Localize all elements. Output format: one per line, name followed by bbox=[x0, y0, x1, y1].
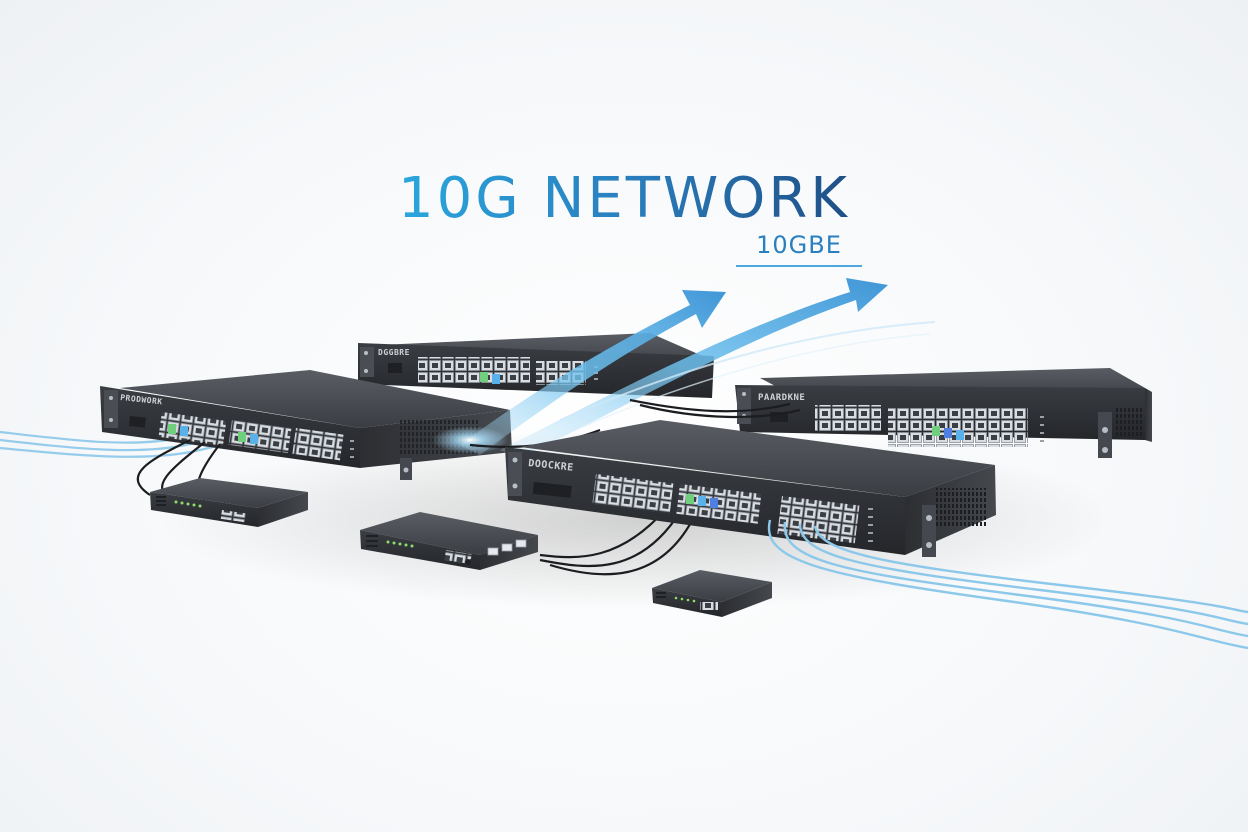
speed-badge-label: 10GBE bbox=[756, 231, 842, 259]
speed-badge-underline bbox=[736, 265, 862, 267]
small-switch-left bbox=[150, 478, 308, 527]
small-switch-front bbox=[652, 570, 772, 617]
headline: 10G NETWORK bbox=[0, 166, 1248, 231]
switch-brand-front: DOOCKRE bbox=[528, 458, 575, 474]
switch-right: PAARDKNE bbox=[735, 368, 1152, 458]
speed-badge: 10GBE bbox=[736, 231, 862, 267]
small-switch-center bbox=[360, 512, 538, 570]
switch-brand-left: PRODWORK bbox=[120, 393, 163, 406]
switch-brand-back: DGGBRE bbox=[378, 348, 410, 357]
fiber-cables-right bbox=[767, 519, 1248, 650]
switch-back-center: DGGBRE bbox=[358, 333, 714, 398]
colored-port-plugs bbox=[168, 372, 964, 508]
headline-text: 10G NETWORK bbox=[397, 165, 850, 231]
switch-brand-right: PAARDKNE bbox=[758, 393, 805, 403]
